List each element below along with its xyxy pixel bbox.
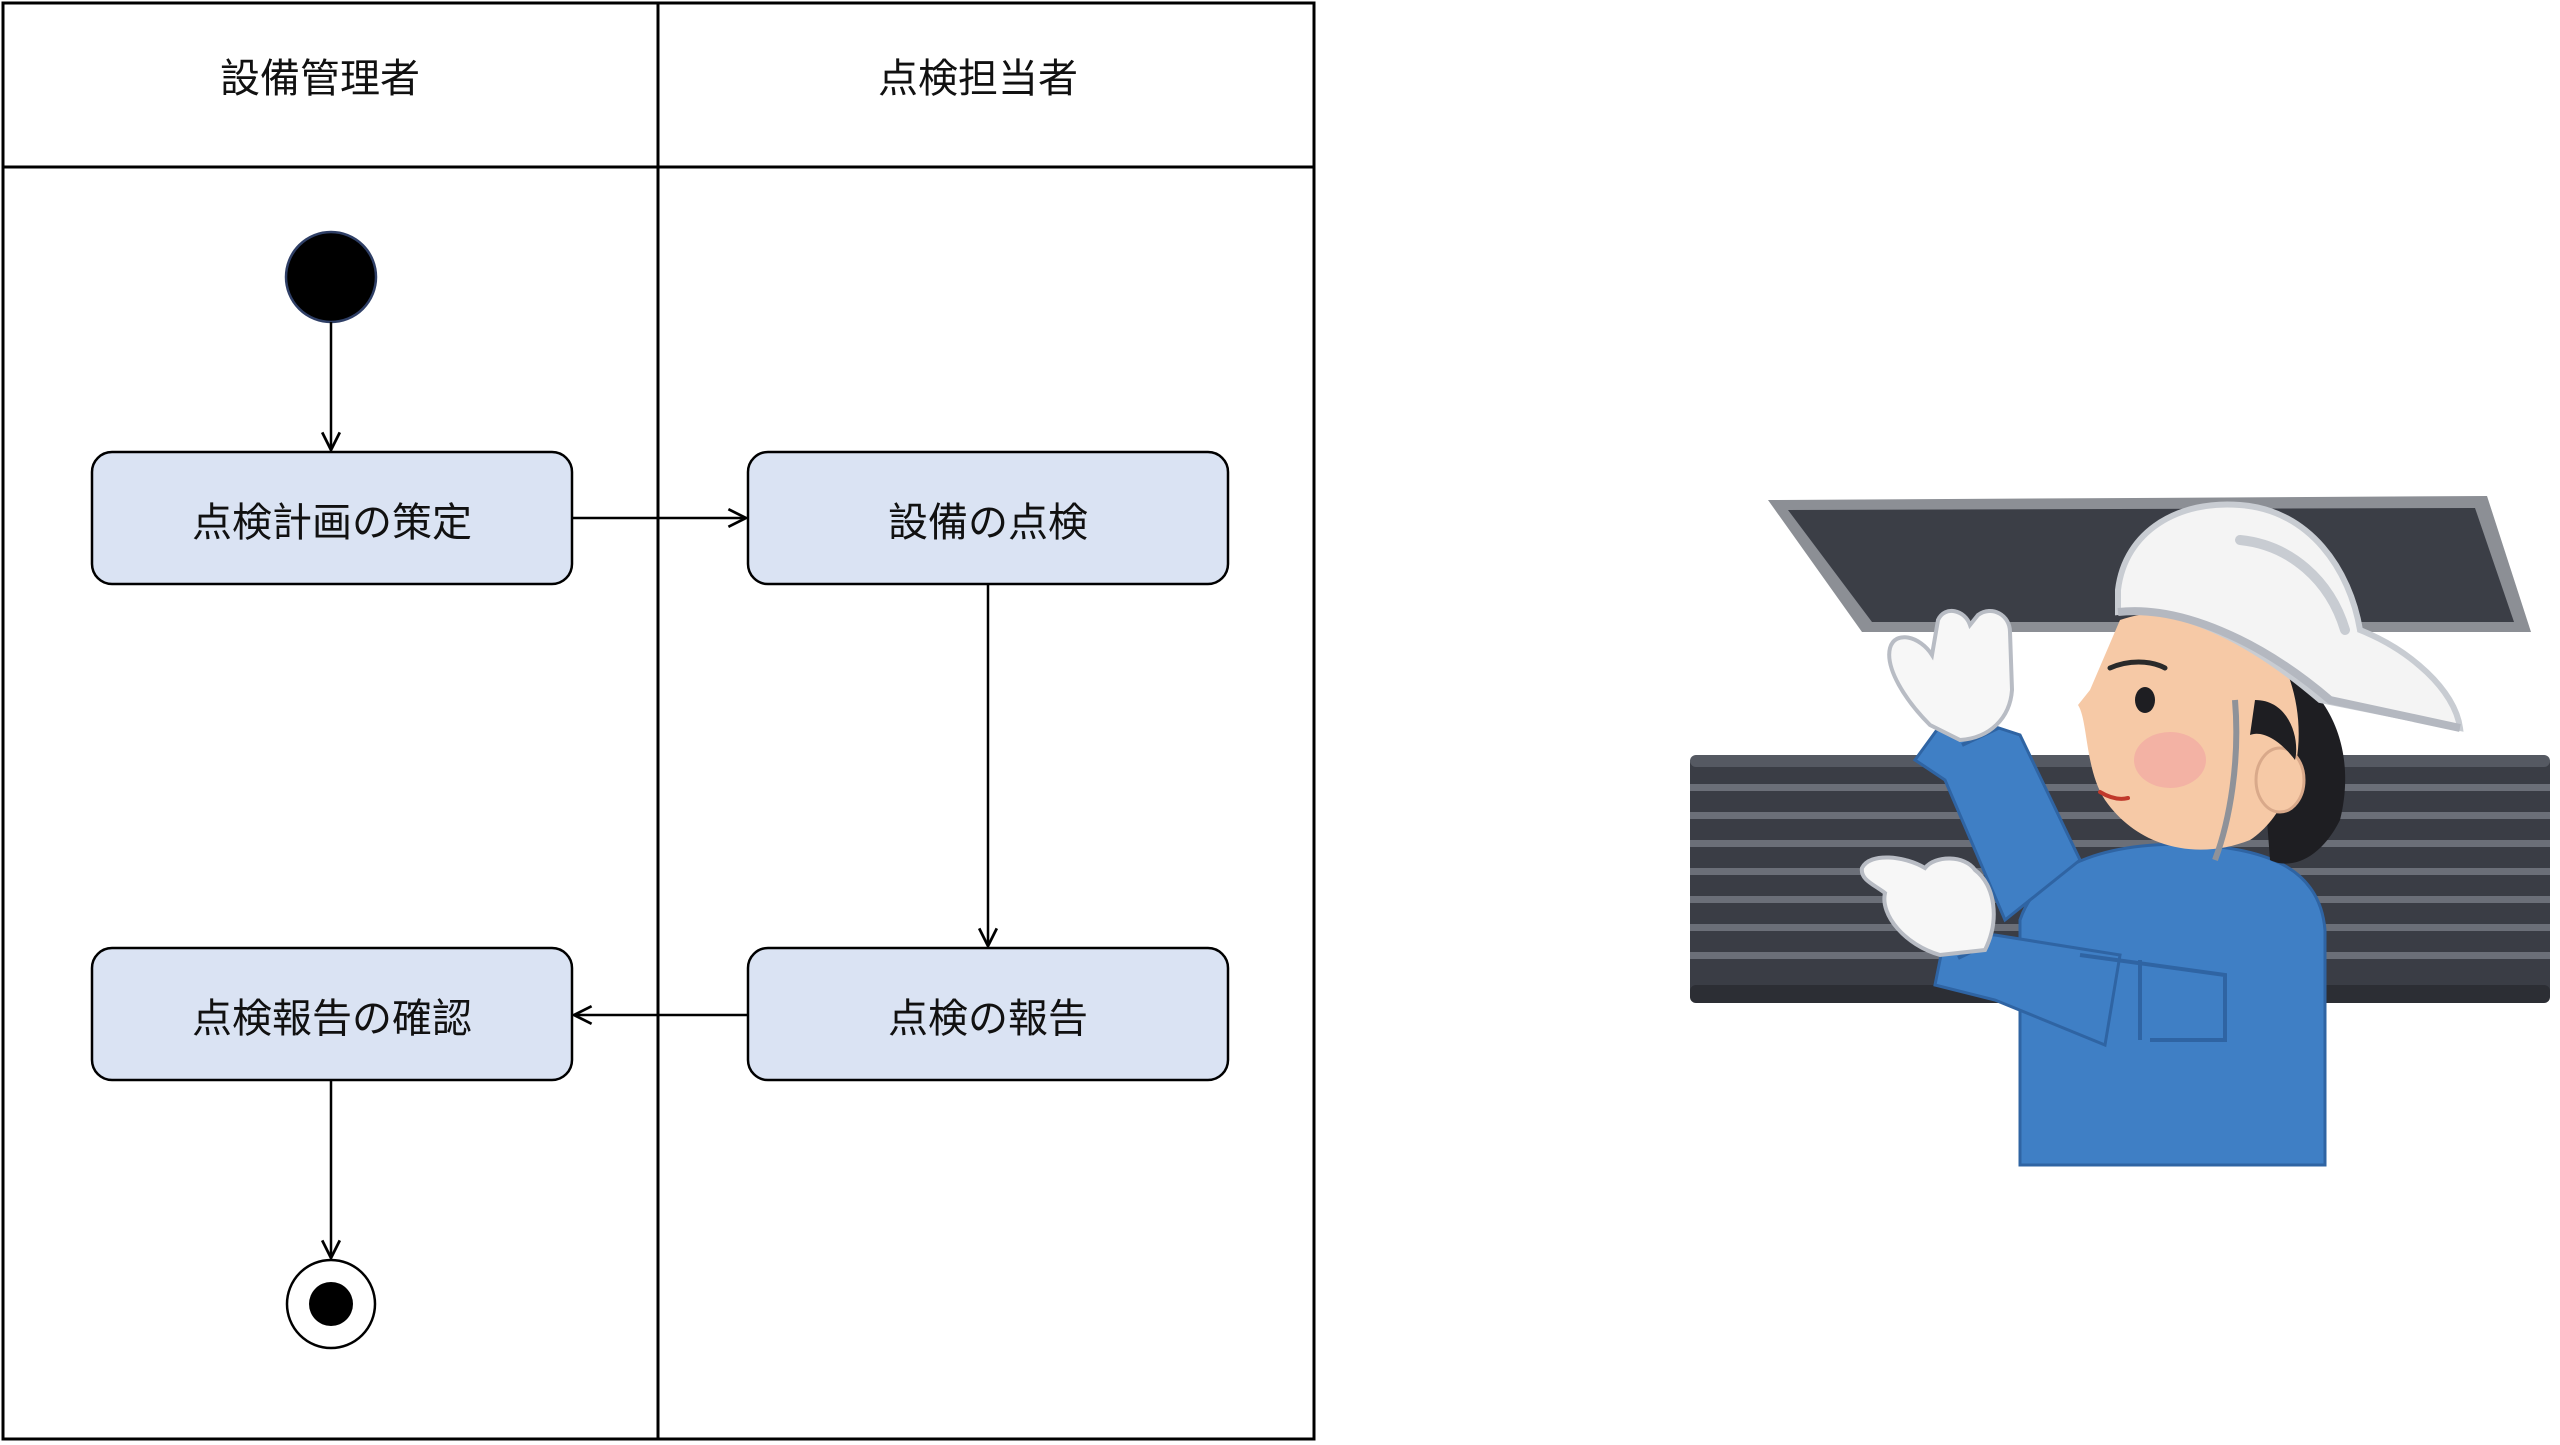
action-label-report: 点検の報告 xyxy=(888,996,1088,1042)
swimlane-diagram: 設備管理者 点検担当者 点検計画の策定 設備の点検 点検の報告 点検報告の確認 xyxy=(1,1,1316,1441)
lane-title-inspector: 点検担当者 xyxy=(878,56,1078,102)
action-node-plan: 点検計画の策定 xyxy=(90,450,574,586)
hard-hat xyxy=(2115,501,2464,732)
action-node-confirm: 点検報告の確認 xyxy=(90,946,574,1082)
glove-lower xyxy=(1859,855,1996,958)
glove-upper xyxy=(1887,609,2015,743)
action-label-confirm: 点検報告の確認 xyxy=(192,996,472,1042)
worker-body xyxy=(1912,710,2327,1167)
action-label-inspect: 設備の点検 xyxy=(888,500,1088,546)
action-label-plan: 点検計画の策定 xyxy=(192,500,472,546)
action-node-report: 点検の報告 xyxy=(746,946,1230,1082)
end-node xyxy=(285,1258,377,1350)
worker-head xyxy=(2078,611,2346,864)
lane-title-manager: 設備管理者 xyxy=(220,56,420,102)
start-node xyxy=(284,230,378,324)
action-node-inspect: 設備の点検 xyxy=(746,450,1230,586)
worker-illustration xyxy=(1690,496,2550,1167)
